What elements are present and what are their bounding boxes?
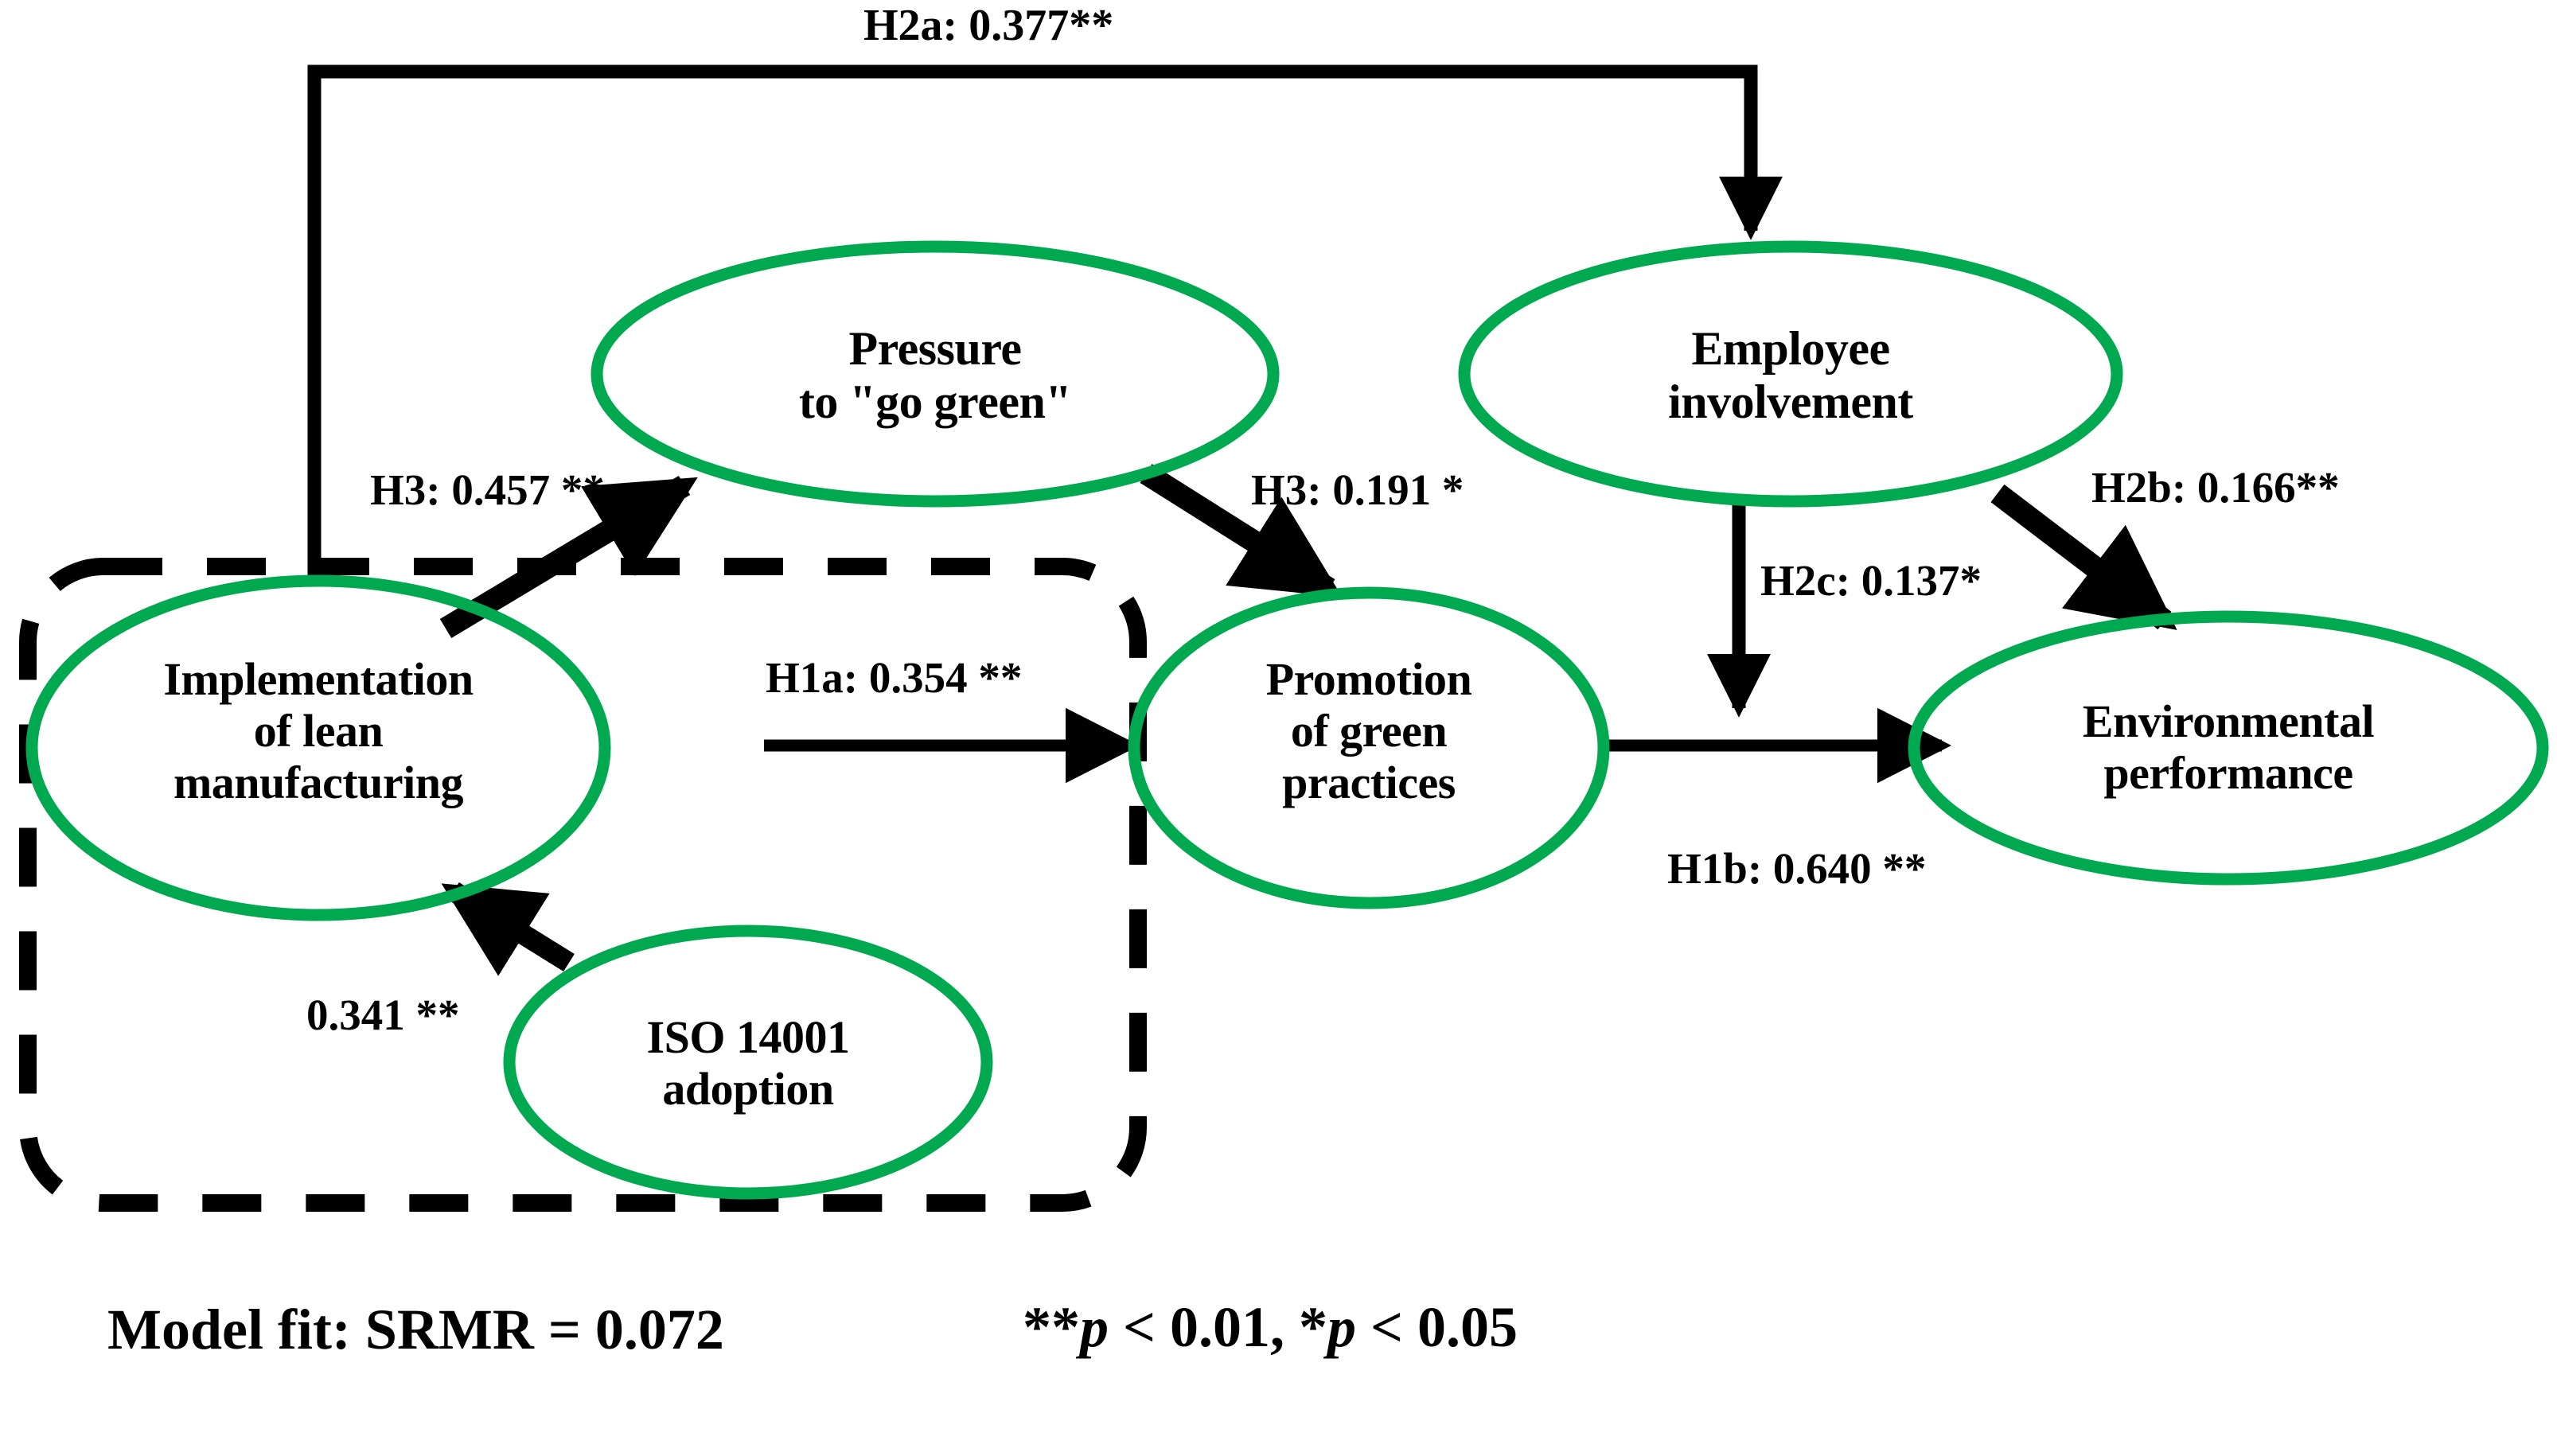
path-label-h1a: H1a: 0.354 ** [766, 656, 1022, 699]
path-label-h3-lean-pressure: H3: 0.457 ** [370, 468, 605, 512]
path-label-iso-to-lean: 0.341 ** [306, 993, 460, 1037]
model-fit-text: Model fit: SRMR = 0.072 [107, 1298, 724, 1361]
path-label-iso-text: 0.341 ** [306, 991, 460, 1039]
node-ellipse-employee[interactable] [1458, 240, 2123, 508]
significance-double-rest: < 0.01, [1109, 1295, 1300, 1359]
path-label-h3a-text: H3: 0.457 ** [370, 465, 605, 514]
significance-single-rest: < 0.05 [1356, 1295, 1518, 1359]
lean-iso-dashed-group-box [19, 558, 1147, 1212]
significance-single-marker: * [1299, 1295, 1328, 1359]
significance-p-single: p [1327, 1295, 1357, 1359]
path-h3-pressure-to-promotion [1140, 464, 1343, 598]
path-label-h1a-text: H1a: 0.354 ** [766, 653, 1023, 702]
significance-double-marker: ** [1023, 1295, 1080, 1359]
path-iso-to-lean [441, 882, 575, 976]
path-label-h1b-text: H1b: 0.640 ** [1667, 844, 1927, 893]
path-label-h3-pressure-promotion: H3: 0.191 * [1251, 468, 1464, 512]
path-label-h2b: H2b: 0.166** [2091, 465, 2340, 509]
path-label-h2a-text: H2a: 0.377** [863, 1, 1114, 50]
path-h3-lean-to-pressure [439, 475, 698, 639]
path-label-h3b-text: H3: 0.191 * [1251, 465, 1464, 514]
path-h2b-employee-to-environ [1990, 484, 2177, 630]
node-ellipse-pressure[interactable] [591, 240, 1280, 508]
significance-p-double: p [1080, 1295, 1109, 1359]
path-label-h2a: H2a: 0.377** [863, 3, 1113, 48]
path-label-h1b: H1b: 0.640 ** [1667, 847, 1926, 890]
path-h2a-lean-to-employee [307, 64, 1783, 581]
node-ellipse-lean[interactable] [25, 574, 611, 921]
path-label-h2b-text: H2b: 0.166** [2091, 463, 2340, 512]
path-label-h2c-text: H2c: 0.137* [1760, 556, 1982, 605]
node-ellipse-environ[interactable] [1908, 610, 2549, 886]
path-label-h2c: H2c: 0.137* [1760, 559, 1982, 602]
node-ellipse-iso[interactable] [503, 925, 993, 1200]
significance-legend: **p < 0.01, *p < 0.05 [1023, 1298, 1518, 1356]
node-ellipse-promotion[interactable] [1128, 586, 1610, 909]
